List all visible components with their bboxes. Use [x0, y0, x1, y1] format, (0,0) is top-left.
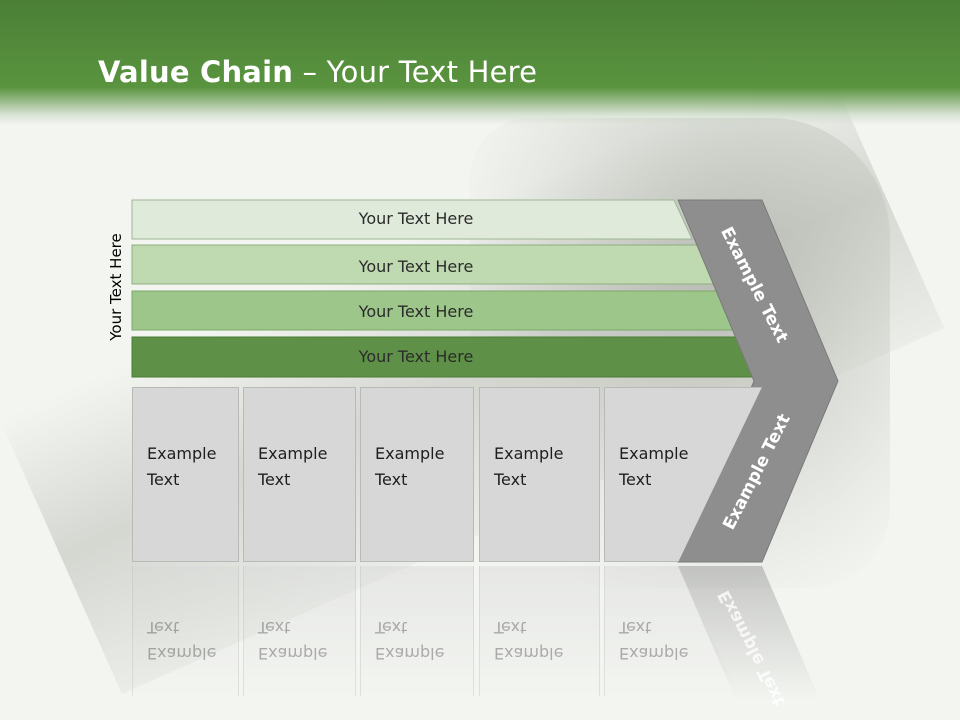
reflection-label: Example Text — [494, 618, 564, 663]
activity-box-reflection-3: Example Text — [360, 566, 474, 696]
title-rest: – Your Text Here — [293, 55, 538, 89]
activity-box-label: Example Text — [619, 444, 689, 489]
title-bold: Value Chain — [98, 55, 294, 89]
reflection-label: Example Text — [147, 618, 217, 663]
activity-box-3: Example Text — [360, 387, 474, 562]
header-band — [0, 0, 960, 125]
row-bar-1 — [131, 199, 693, 240]
activity-box-reflection-1: Example Text — [132, 566, 239, 696]
activity-box-1: Example Text — [132, 387, 239, 562]
reflection-label: Example Text — [258, 618, 328, 663]
activity-box-label: Example Text — [147, 444, 217, 489]
reflection-label: Example Text — [375, 618, 445, 663]
chevron-reflection — [678, 566, 820, 700]
activity-box-label: Example Text — [375, 444, 445, 489]
page-title: Value Chain – Your Text Here — [98, 55, 537, 89]
activity-box-4: Example Text — [479, 387, 600, 562]
row-label-2: Your Text Here — [358, 257, 474, 276]
row-label-1: Your Text Here — [358, 209, 474, 228]
row-label-3: Your Text Here — [358, 302, 474, 321]
activity-box-label: Example Text — [494, 444, 564, 489]
row-label-4: Your Text Here — [358, 347, 474, 366]
activity-box-reflection-4: Example Text — [479, 566, 600, 696]
reflection-label: Example Text — [619, 618, 689, 663]
activity-box-label: Example Text — [258, 444, 328, 489]
activity-box-2: Example Text — [243, 387, 356, 562]
activity-box-reflection-2: Example Text — [243, 566, 356, 696]
